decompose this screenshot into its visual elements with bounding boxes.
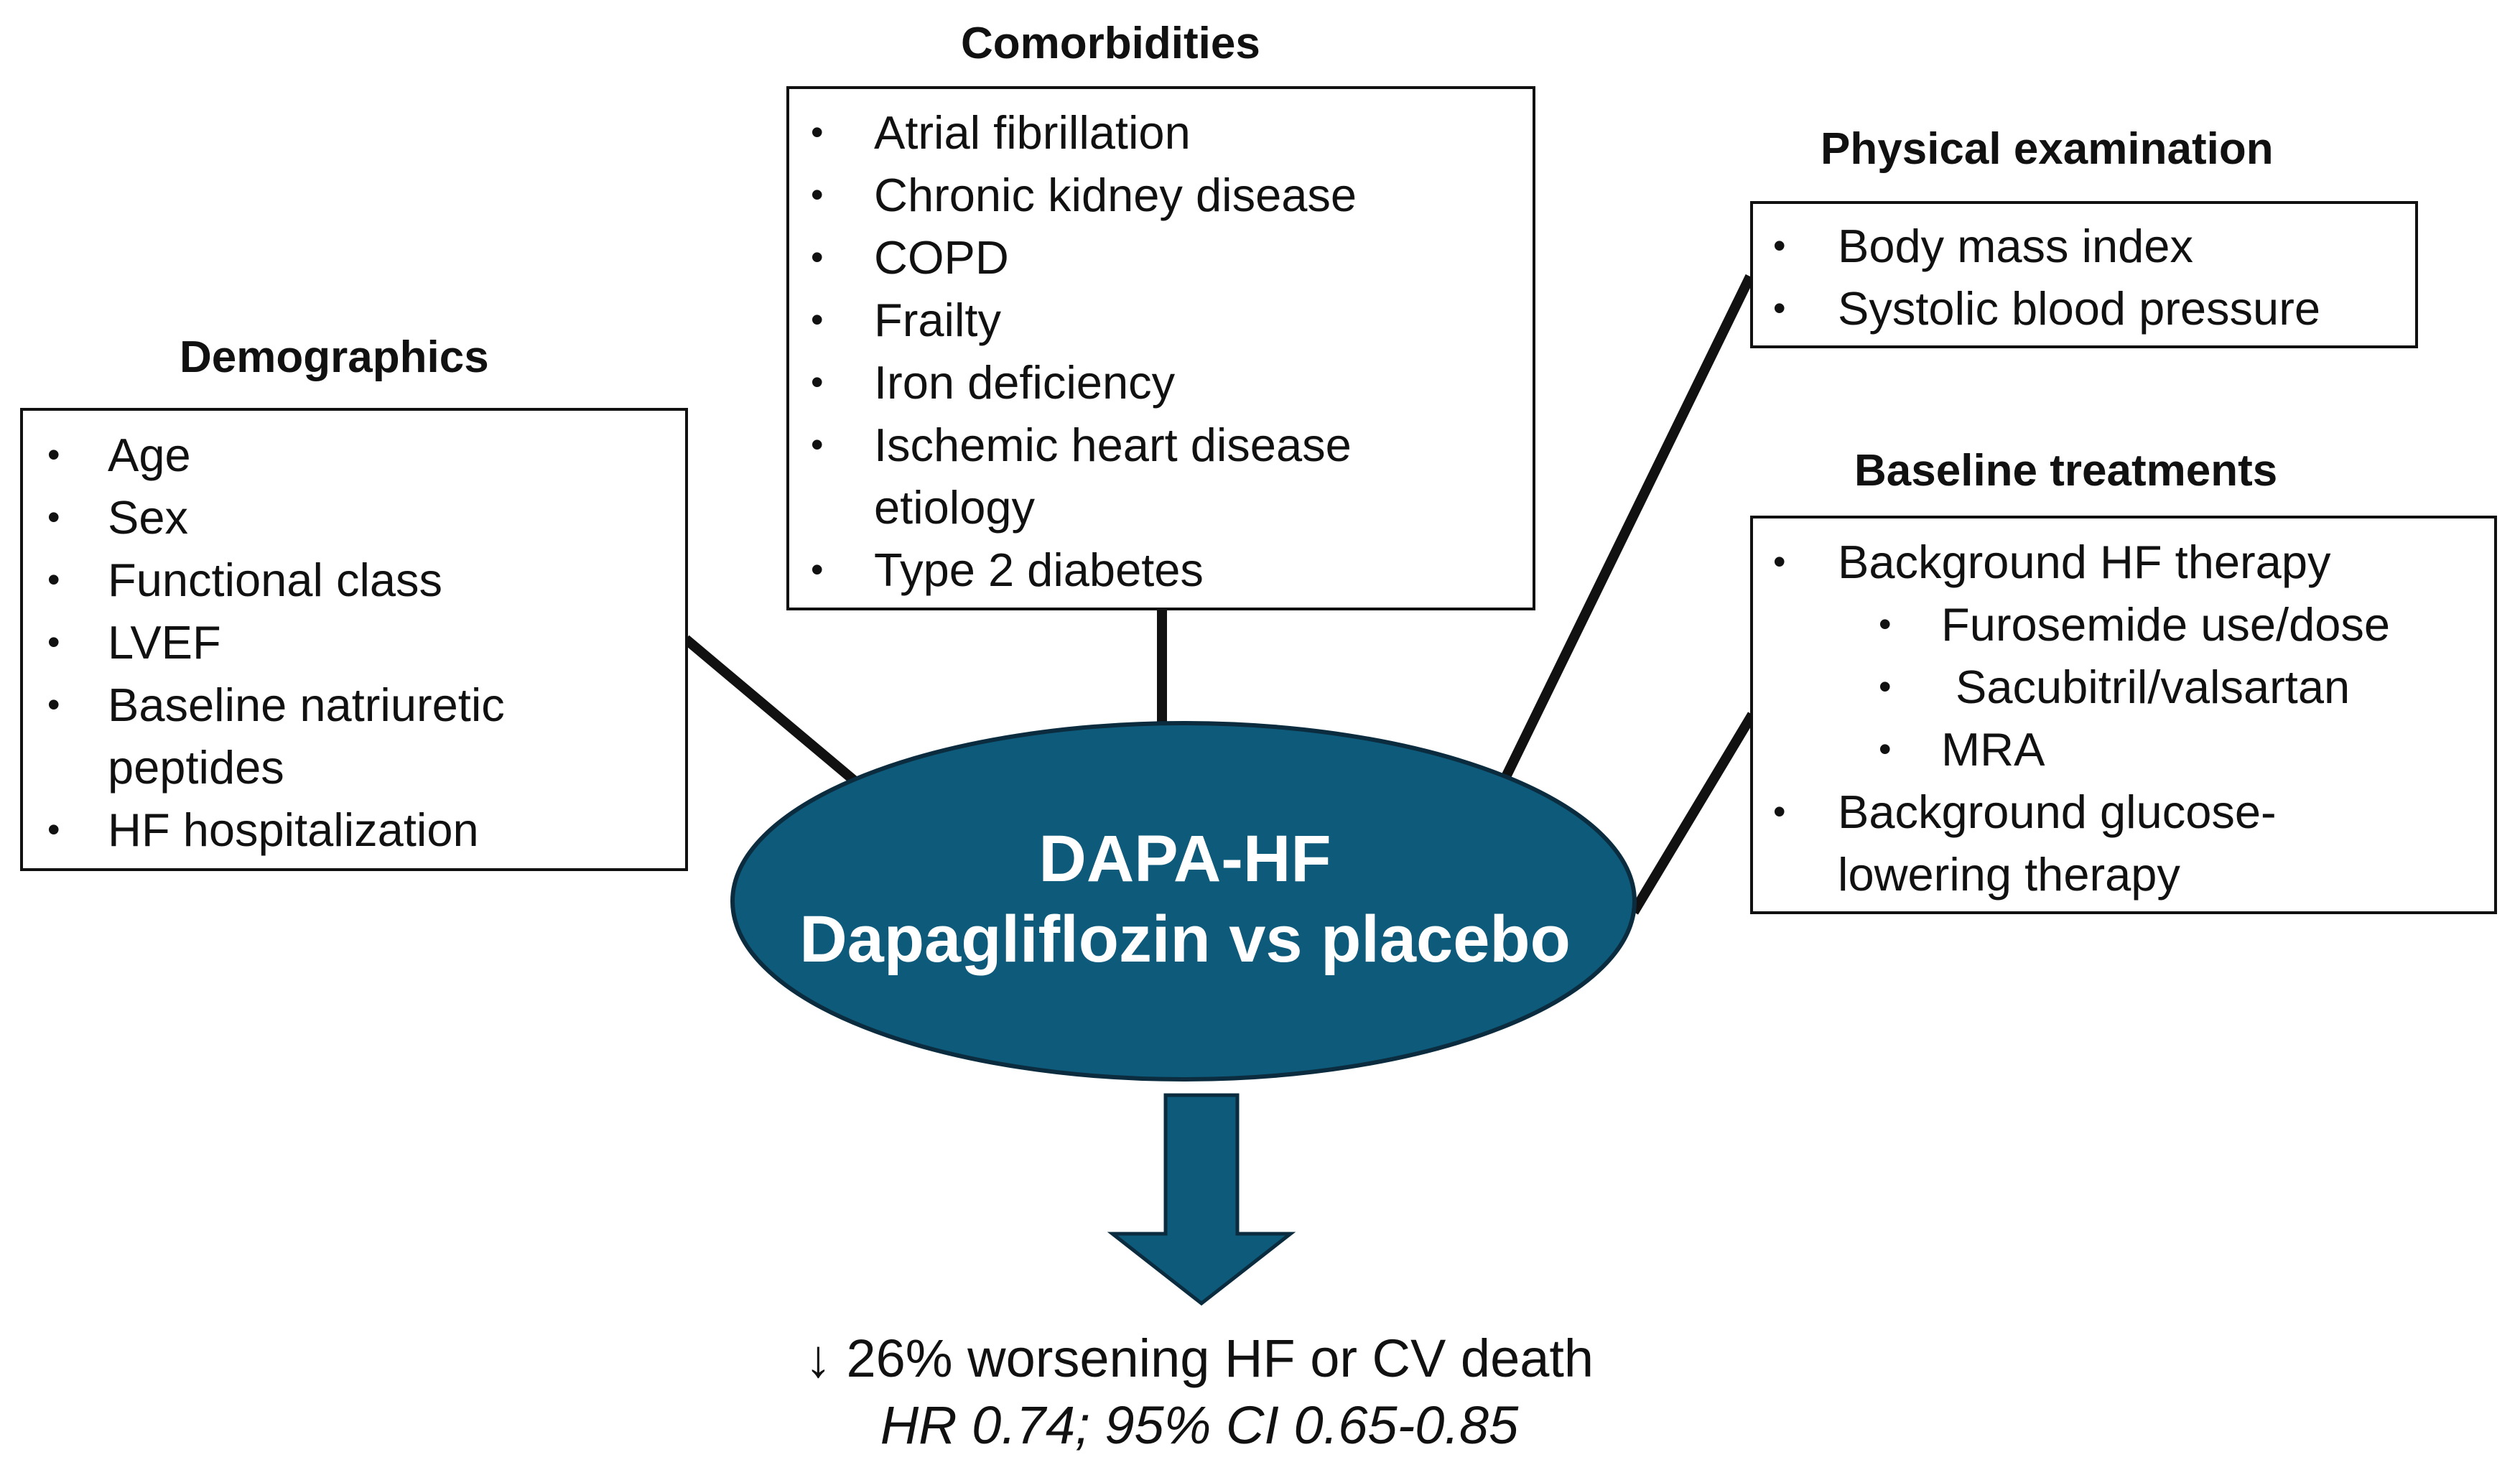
center-ellipse: [730, 721, 1637, 1081]
baseline-treatments-box: •Background HF therapy •Furosemide use/d…: [1750, 516, 2497, 914]
list-item: •COPD: [811, 231, 1009, 284]
sub-list-item: •Sacubitril/valsartan: [1879, 661, 2351, 713]
center-label: DAPA-HF Dapagliflozin vs placebo: [733, 819, 1637, 980]
list-item-continuation: peptides: [108, 741, 284, 794]
outcome-result: ↓ 26% worsening HF or CV death: [804, 1329, 1594, 1388]
list-item: •Background HF therapy: [1773, 536, 2331, 588]
connector-demographics: [682, 635, 869, 794]
list-item: •Body mass index: [1773, 220, 2193, 272]
list-item: •Frailty: [811, 294, 1001, 346]
list-item: •Type 2 diabetes: [811, 544, 1204, 596]
list-item: •Sex: [47, 491, 189, 544]
list-item-continuation: lowering therapy: [1838, 848, 2180, 901]
list-item: •Background glucose-: [1773, 786, 2277, 838]
baseline-treatments-heading: Baseline treatments: [1854, 446, 2278, 496]
demographics-box: •Age •Sex •Functional class •LVEF •Basel…: [20, 408, 688, 871]
list-item: •Ischemic heart disease: [811, 419, 1352, 471]
outcome-statistics: HR 0.74; 95% CI 0.65-0.85: [880, 1395, 1519, 1455]
physical-examination-heading: Physical examination: [1821, 124, 2274, 174]
list-item: •Baseline natriuretic: [47, 679, 505, 731]
list-item: •Systolic blood pressure: [1773, 282, 2320, 335]
down-arrow: [1107, 1093, 1296, 1306]
sub-list-item: •MRA: [1879, 723, 2045, 776]
list-item: •Atrial fibrillation: [811, 106, 1191, 159]
list-item-continuation: etiology: [874, 481, 1036, 534]
study-name: DAPA-HF: [1038, 822, 1331, 896]
list-item: •Functional class: [47, 554, 443, 606]
comorbidities-heading: Comorbidities: [961, 19, 1260, 68]
list-item: •Age: [47, 429, 191, 481]
list-item: •HF hospitalization: [47, 804, 479, 856]
sub-list-item: •Furosemide use/dose: [1879, 598, 2391, 651]
comorbidities-box: •Atrial fibrillation •Chronic kidney dis…: [786, 86, 1535, 610]
list-item: •Chronic kidney disease: [811, 169, 1357, 221]
demographics-heading: Demographics: [180, 332, 489, 382]
list-item: •LVEF: [47, 616, 221, 669]
list-item: •Iron deficiency: [811, 356, 1176, 409]
connector-baseline-treatments: [1629, 712, 1757, 915]
physical-examination-box: •Body mass index •Systolic blood pressur…: [1750, 201, 2418, 348]
connector-physical-examination: [1494, 274, 1755, 793]
study-comparison: Dapagliflozin vs placebo: [799, 903, 1571, 976]
